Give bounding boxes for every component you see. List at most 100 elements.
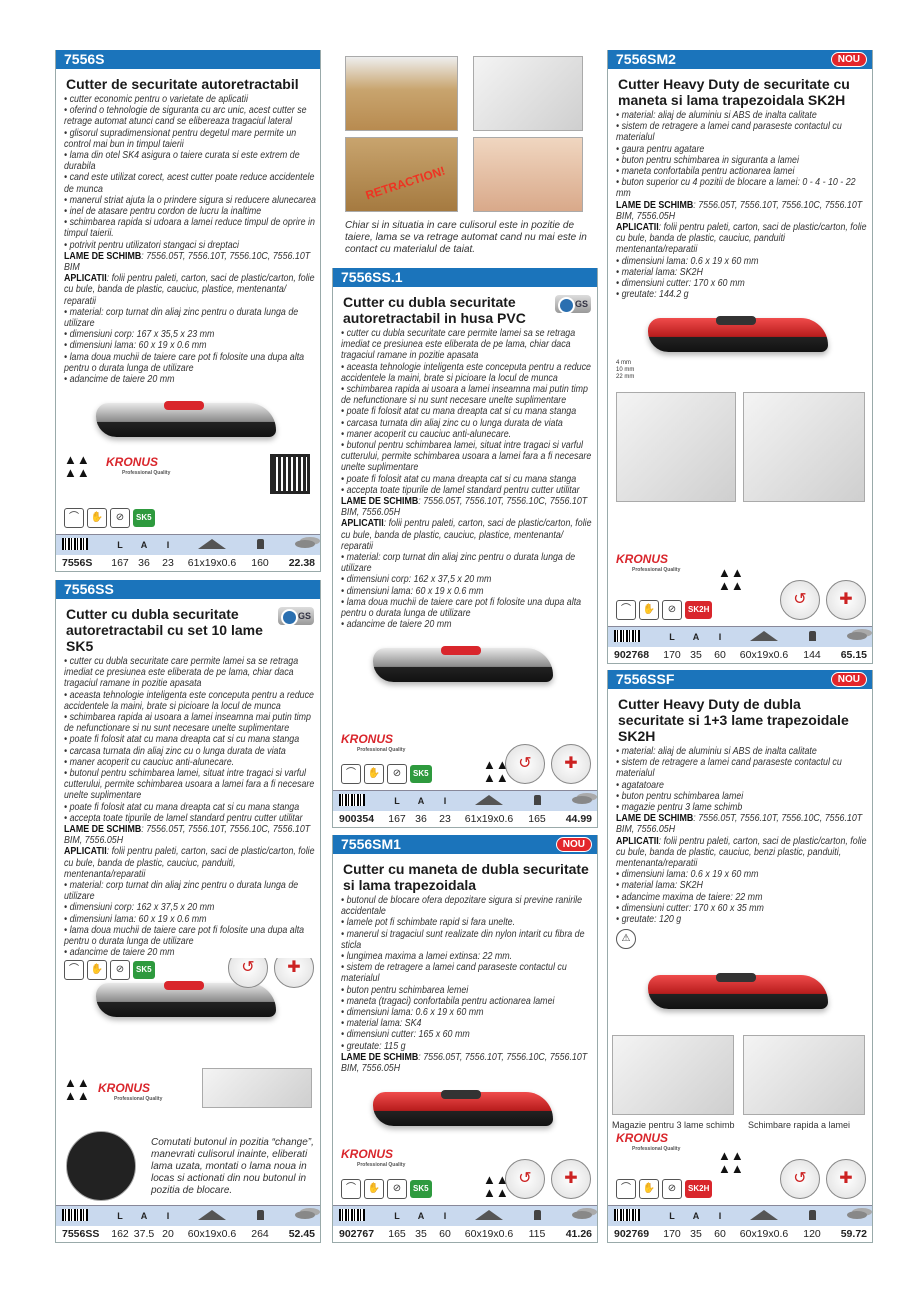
spare-blades-icon: ▲▲▲▲ — [64, 1075, 90, 1104]
description-line: • material: aliaj de aluminiu si ABS de … — [616, 746, 817, 757]
description: • cutter economic pentru o varietate de … — [56, 94, 320, 385]
length-value: 170 — [663, 649, 681, 661]
new-badge: NOU — [830, 672, 867, 687]
product-title-text: Cutter Heavy Duty de dubla securitate si… — [618, 696, 849, 744]
product-code: 7556SS — [64, 581, 114, 597]
new-badge: NOU — [830, 52, 867, 67]
description-line: • dimensiuni cutter: 170 x 60 mm — [616, 278, 745, 290]
brand-tagline: Professional Quality — [632, 567, 681, 573]
glove-icon: ✋ — [364, 764, 384, 784]
description-text: • cutter cu dubla securitate care permit… — [64, 656, 316, 958]
description-value: : folii pentru paleti, carton, saci de p… — [616, 222, 867, 256]
cutter-image — [96, 981, 276, 1018]
width-value: 35 — [690, 649, 702, 661]
photo-cutting-box — [345, 56, 458, 131]
description-line: • adancime maxima de taiere: 22 mm — [616, 891, 763, 903]
description-label: LAME DE SCHIMB — [64, 824, 142, 836]
description-line: • carcasa turnata din aliaj zinc cu o lu… — [64, 745, 286, 757]
article-code: 900354 — [339, 813, 375, 825]
photo-blade-open — [743, 392, 865, 503]
product-title: Cutter Heavy Duty de securitate cu manet… — [608, 69, 872, 110]
no-tool-icon: ⊘ — [662, 600, 682, 620]
description-line: • dimensiuni lama: 0.6 x 19 x 60 mm — [616, 869, 759, 881]
description-label: APLICATII — [616, 835, 659, 847]
height-header: I — [443, 796, 447, 806]
length-header: L — [394, 796, 400, 806]
weight-icon — [521, 794, 553, 808]
blade-material-badge: SK2H — [685, 1180, 713, 1198]
no-tool-icon: ⊘ — [110, 960, 130, 981]
length-value: 167 — [111, 557, 129, 569]
description-line: • dimensiuni corp: 167 x 35,5 x 23 mm — [64, 329, 215, 341]
description-line: • dimensiuni corp: 162 x 37,5 x 20 mm — [64, 902, 215, 914]
width-value: 37.5 — [133, 1228, 155, 1240]
description-text: • material: aliaj de aluminiu si ABS de … — [616, 110, 868, 300]
description-line: • adancime de taiere 20 mm — [341, 619, 452, 631]
description-line: • butonul pentru schimbarea lamei, situa… — [341, 440, 592, 474]
height-header: I — [443, 1211, 447, 1221]
box-cut-icon: ⌒ — [341, 764, 361, 784]
description-line: LAME DE SCHIMB: 7556.05T, 7556.10T, 7556… — [616, 200, 868, 222]
photo-blade-magazine — [612, 1035, 734, 1116]
description-line: • lungimea maxima a lamei extinsa: 22 mm… — [341, 951, 513, 963]
description-line: • agatatoare — [616, 779, 664, 791]
description-line: • dimensiuni lama: 0.6 x 19 x 60 mm — [341, 1007, 484, 1019]
blade-material-badge: SK2H — [685, 601, 713, 619]
blade-size-value: 60x19x0.6 — [187, 1228, 237, 1240]
description-line: • carcasa turnata din aliaj zinc cu o lu… — [341, 417, 563, 429]
price-icon — [828, 631, 872, 643]
description-line: • dimensiuni lama: 60 x 19 x 0.6 mm — [341, 585, 484, 597]
spare-blades-icon: ▲▲▲▲ — [718, 565, 744, 593]
article-code: 902767 — [339, 1228, 375, 1240]
price-icon — [276, 539, 320, 551]
brand-name: KRONUS — [106, 455, 159, 469]
gs-certification-icon: GS — [555, 295, 591, 314]
product-title-text: Cutter cu dubla securitate autoretractab… — [343, 294, 526, 326]
description-line: LAME DE SCHIMB: 7556.05T, 7556.10T, 7556… — [64, 251, 316, 273]
blade-change-icon: ✚ — [826, 1159, 866, 1199]
length-header: L — [669, 1211, 675, 1221]
description-line: • lama doua muchii de taiere care pot fi… — [341, 596, 582, 620]
weight-icon — [796, 630, 828, 644]
description-line: • dimensiuni lama: 60 x 19 x 0.6 mm — [64, 340, 207, 352]
description-label: LAME DE SCHIMB — [341, 1051, 419, 1063]
description-line: • sistem de retragere a lamei cand paras… — [341, 962, 567, 985]
description-value: : folii pentru paleti, carton, saci de p… — [64, 846, 315, 880]
description-value: : 7556.05T, 7556.10T, 7556.10C, 7556.10T… — [341, 496, 588, 519]
height-header: I — [166, 540, 170, 550]
blade-icon — [457, 1209, 521, 1223]
description-label: LAME DE SCHIMB — [341, 496, 419, 508]
description-line: • material lama: SK4 — [341, 1018, 422, 1030]
description-line: LAME DE SCHIMB: 7556.05T, 7556.10T, 7556… — [616, 813, 868, 835]
description-line: • material lama: SK2H — [616, 880, 703, 892]
description-line: • lama din otel SK4 asigura o taiere cur… — [64, 150, 300, 173]
blade-size-value: 60x19x0.6 — [739, 649, 789, 661]
article-code: 902769 — [614, 1228, 650, 1240]
height-value: 60 — [439, 1228, 451, 1240]
description-value: : folii pentru paleti, carton, saci de p… — [616, 835, 867, 870]
description-line: • maneta (tragaci) confortabila pentru a… — [341, 995, 555, 1007]
description-text: • material: aliaj de aluminiu si ABS de … — [616, 746, 868, 925]
length-header: L — [669, 632, 675, 642]
weight-icon — [244, 538, 276, 552]
brand-name: KRONUS — [341, 732, 394, 746]
description-line: • greutate: 144.2 g — [616, 289, 689, 301]
blade-icon — [180, 1209, 244, 1223]
description-line: • dimensiuni corp: 162 x 37,5 x 20 mm — [341, 574, 492, 586]
